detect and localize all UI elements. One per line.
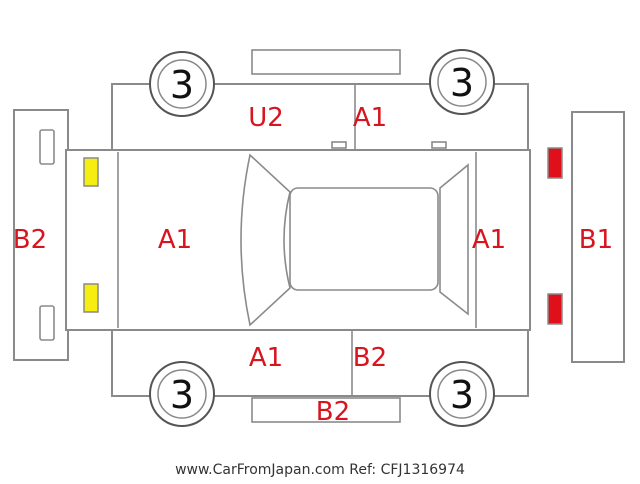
label-roof: A1 bbox=[472, 225, 506, 255]
front-bumper-slot-top bbox=[39, 129, 55, 165]
tire-top-right-number: 3 bbox=[450, 61, 474, 105]
top-view-body bbox=[65, 149, 531, 331]
front-lamp-top bbox=[83, 157, 99, 187]
rear-lamp-bottom bbox=[547, 293, 563, 325]
label-hood: A1 bbox=[158, 225, 192, 255]
front-bumper-shape bbox=[13, 109, 69, 361]
tire-bottom-right-number: 3 bbox=[450, 373, 474, 417]
roof-panel bbox=[289, 187, 439, 291]
top-handle-2 bbox=[431, 141, 447, 149]
top-panel-strip bbox=[251, 49, 401, 75]
tire-bottom-left: 3 bbox=[149, 361, 215, 427]
label-front-right-door: A1 bbox=[353, 103, 387, 133]
front-bumper-slot-bottom bbox=[39, 305, 55, 341]
tire-top-left: 3 bbox=[149, 51, 215, 117]
label-front-left-door: U2 bbox=[248, 103, 284, 133]
windshield bbox=[240, 153, 291, 327]
label-bottom-panel: B2 bbox=[316, 397, 350, 427]
tire-top-left-number: 3 bbox=[170, 63, 194, 107]
tire-bottom-left-number: 3 bbox=[170, 373, 194, 417]
rear-bumper-shape bbox=[571, 111, 625, 363]
bottom-panel-strip bbox=[251, 397, 401, 423]
label-rear-right-door: B2 bbox=[353, 343, 387, 373]
rear-lamp-top bbox=[547, 147, 563, 179]
front-lamp-bottom bbox=[83, 283, 99, 313]
label-front-bumper: B2 bbox=[13, 225, 47, 255]
label-rear-left-door: A1 bbox=[249, 343, 283, 373]
tire-bottom-right: 3 bbox=[429, 361, 495, 427]
footer-ref: www.CarFromJapan.com Ref: CFJ1316974 bbox=[175, 462, 465, 478]
label-rear-bumper: B1 bbox=[579, 225, 613, 255]
top-handle-1 bbox=[331, 141, 347, 149]
tire-top-right: 3 bbox=[429, 49, 495, 115]
rear-window bbox=[439, 163, 469, 316]
